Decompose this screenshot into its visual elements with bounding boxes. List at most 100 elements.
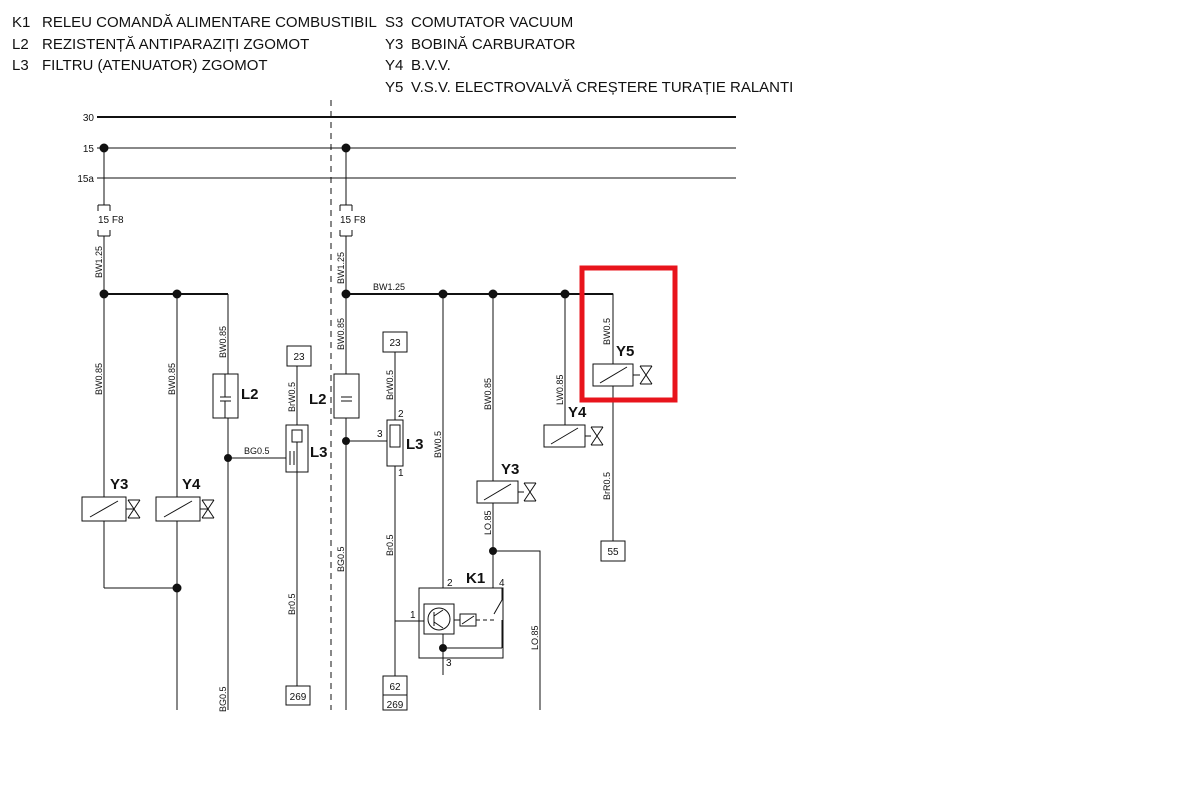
- fuse-right-label: 15 F8: [340, 215, 366, 226]
- legend-desc: BOBINĂ CARBURATOR: [411, 35, 576, 53]
- valve-icon: [126, 499, 141, 519]
- bus-bars: 30 15 15a: [77, 113, 736, 185]
- valve-icon: [633, 365, 653, 385]
- legend-code: S3: [385, 14, 404, 31]
- transistor-icon: [427, 607, 451, 631]
- connector-55-box: [600, 540, 626, 562]
- legend-left: K1 RELEU COMANDĂ ALIMENTARE COMBUSTIBIL L…: [12, 12, 377, 77]
- y4-right-solenoid: Y4: [543, 404, 604, 448]
- wire-label-br05-right: Br0.5: [385, 534, 395, 556]
- y4-left-label: Y4: [182, 476, 201, 493]
- wire-label-brr05: BrR0.5: [602, 472, 612, 500]
- l3-right-component: 23 BrW0.5 2 3 1 L3 Br0.5 62 269: [342, 331, 424, 711]
- y5-valve: Y5: [592, 343, 653, 387]
- connector-23-right-label: 23: [389, 338, 401, 349]
- legend-row: K1 RELEU COMANDĂ ALIMENTARE COMBUSTIBIL: [12, 12, 377, 34]
- legend-desc: REZISTENȚĂ ANTIPARAZIȚI ZGOMOT: [42, 35, 310, 53]
- coil-diagonal: [461, 615, 475, 625]
- y5-label: Y5: [616, 343, 634, 360]
- junction-dot: [172, 583, 182, 593]
- wire-label-bg05-vert: BG0.5: [336, 546, 346, 572]
- k1-pin-2: 2: [447, 578, 453, 589]
- valve-icon: [200, 499, 215, 519]
- valve-icon: [518, 482, 537, 502]
- connector-55-label: 55: [607, 547, 619, 558]
- wire-label-bw085-a: BW0.85: [94, 363, 104, 395]
- junction-dot: [224, 454, 232, 462]
- legend-row: S3 COMUTATOR VACUUM: [385, 12, 793, 34]
- wire-label-bw085-d: BW0.85: [336, 318, 346, 350]
- wire-label-bw05-y5: BW0.5: [602, 318, 612, 345]
- legend-desc: COMUTATOR VACUUM: [411, 14, 574, 31]
- legend-desc: RELEU COMANDĂ ALIMENTARE COMBUSTIBIL: [42, 14, 377, 31]
- connector-269-left-box: [285, 685, 311, 706]
- legend-code: Y3: [385, 35, 404, 53]
- legend-row: L3 FILTRU (ATENUATOR) ZGOMOT: [12, 55, 377, 77]
- left-distribution: BW0.85 BW0.85 BW0.85: [94, 289, 229, 710]
- k1-pin-4: 4: [499, 578, 505, 589]
- coil-diagonal: [599, 366, 628, 384]
- l2-left-label: L2: [241, 386, 259, 403]
- y4-left-solenoid: Y4: [155, 476, 215, 522]
- l2-right-component: L2: [309, 373, 360, 419]
- legend-row: Y3 BOBINĂ CARBURATOR: [385, 34, 793, 56]
- l3-pin-1: 1: [398, 468, 404, 479]
- l2-left-component: L2: [212, 373, 259, 419]
- connector-269-right-box: [382, 694, 408, 711]
- fuse-left-label: 15 F8: [98, 215, 124, 226]
- legend-code: K1: [12, 14, 31, 31]
- wire-label-bw085-c: BW0.85: [218, 326, 228, 358]
- y5-highlight-box: [579, 265, 678, 403]
- right-feed: 15 F8 BW1.25: [336, 143, 366, 294]
- legend-code: L3: [12, 57, 29, 74]
- wire-label-bg05-bottom: BG0.5: [218, 686, 228, 712]
- l3-left-component: 23 BrW0.5 L3 Br0.5 269: [285, 345, 328, 706]
- connector-269-right-label: 269: [387, 700, 404, 711]
- connector-62-label: 62: [389, 682, 401, 693]
- bus-15a-label: 15a: [77, 174, 94, 185]
- wire-label-lo85-b: LO.85: [530, 625, 540, 650]
- y3-left-label: Y3: [110, 476, 128, 493]
- y4-right-label: Y4: [568, 404, 587, 421]
- l3-left-label: L3: [310, 444, 328, 461]
- wire-label-bw125-horizontal: BW1.25: [373, 282, 405, 292]
- wire-label-bw125-left: BW1.25: [94, 246, 104, 278]
- k1-transistor-frame: [423, 603, 455, 635]
- wire-label-lo85-a: LO.85: [483, 510, 493, 535]
- l3-right-label: L3: [406, 436, 424, 453]
- valve-icon: [585, 426, 604, 446]
- legend-desc: B.V.V.: [411, 57, 451, 74]
- bus-15-label: 15: [83, 144, 95, 155]
- l3-pin-3: 3: [377, 429, 383, 440]
- coil-diagonal: [483, 483, 512, 501]
- relay-contact: [493, 588, 503, 615]
- k1-pin-1: 1: [410, 610, 416, 621]
- wire-label-brw05-right: BrW0.5: [385, 370, 395, 400]
- coil-diagonal: [89, 500, 119, 518]
- l3-right-resistor: [389, 424, 401, 448]
- wire-label-bw085-b: BW0.85: [167, 363, 177, 395]
- k1-pin-3: 3: [446, 658, 452, 669]
- wire-label-br05-left: Br0.5: [287, 593, 297, 615]
- legend-right: S3 COMUTATOR VACUUM Y3 BOBINĂ CARBURATOR Y…: [385, 12, 793, 98]
- wire-label-bg05-left: BG0.5: [244, 446, 270, 456]
- wire-label-bw125-right: BW1.25: [336, 252, 346, 284]
- coil-diagonal: [163, 500, 193, 518]
- wire-label-bw05-mid: BW0.5: [433, 431, 443, 458]
- y3-left-solenoid: Y3: [81, 476, 141, 522]
- l2-right-label: L2: [309, 391, 327, 408]
- y3-right-label: Y3: [501, 461, 519, 478]
- wire: [493, 550, 541, 710]
- left-feed: 15 F8 BW1.25: [94, 143, 124, 294]
- transistor-leads: [433, 609, 444, 629]
- l3-pin-2: 2: [398, 409, 404, 420]
- wire-label-bw085-y3: BW0.85: [483, 378, 493, 410]
- connector-269-left-label: 269: [290, 692, 307, 703]
- legend-desc: FILTRU (ATENUATOR) ZGOMOT: [42, 57, 268, 74]
- k1-relay: K1 2 4 1 3: [395, 570, 505, 675]
- connector-23-left-label: 23: [293, 352, 305, 363]
- l3-left-resistor: [291, 429, 303, 443]
